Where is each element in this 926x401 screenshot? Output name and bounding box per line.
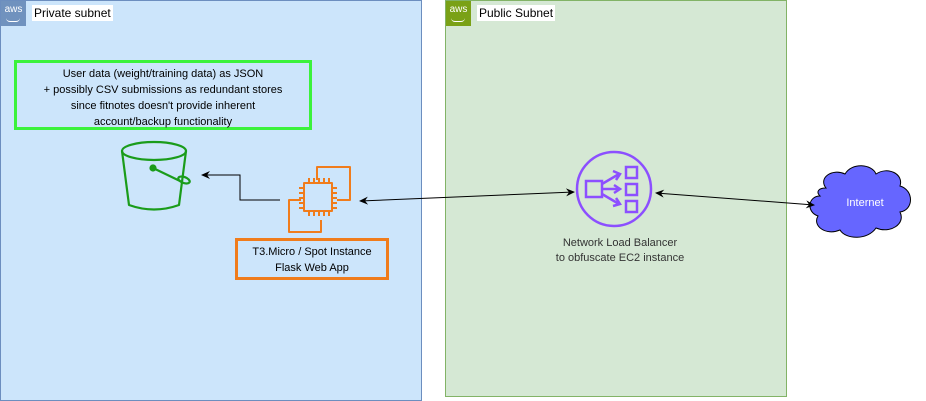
internet-label: Internet	[846, 197, 884, 209]
edge-nlb-internet[interactable]	[655, 189, 815, 209]
nlb-caption-line2: to obfuscate EC2 instance	[555, 252, 685, 264]
edge-ec2-nlb[interactable]	[359, 188, 575, 205]
nlb-caption: Network Load Balancer to obfuscate EC2 i…	[540, 236, 700, 266]
edge-ec2-to-s3[interactable]	[201, 171, 280, 201]
private-subnet-group[interactable]: aws Private subnet	[0, 0, 422, 401]
private-subnet-title: Private subnet	[32, 5, 113, 21]
ec2-instance-note[interactable]: T3.Micro / Spot Instance Flask Web App	[235, 238, 389, 280]
s3-bucket-icon[interactable]	[120, 140, 191, 211]
ec2-instance-icon[interactable]	[288, 166, 351, 233]
aws-badge-text: aws	[449, 4, 468, 15]
aws-logo-icon: aws	[446, 1, 471, 26]
user-data-note[interactable]: User data (weight/training data) as JSON…	[14, 60, 312, 130]
aws-badge-text: aws	[4, 4, 23, 15]
network-load-balancer-icon[interactable]	[575, 150, 653, 228]
aws-logo-icon: aws	[1, 1, 26, 26]
user-data-note-text: User data (weight/training data) as JSON…	[43, 68, 283, 128]
nlb-caption-line1: Network Load Balancer	[562, 237, 678, 249]
public-subnet-title: Public Subnet	[477, 5, 556, 21]
ec2-instance-note-text: T3.Micro / Spot Instance Flask Web App	[252, 246, 372, 274]
